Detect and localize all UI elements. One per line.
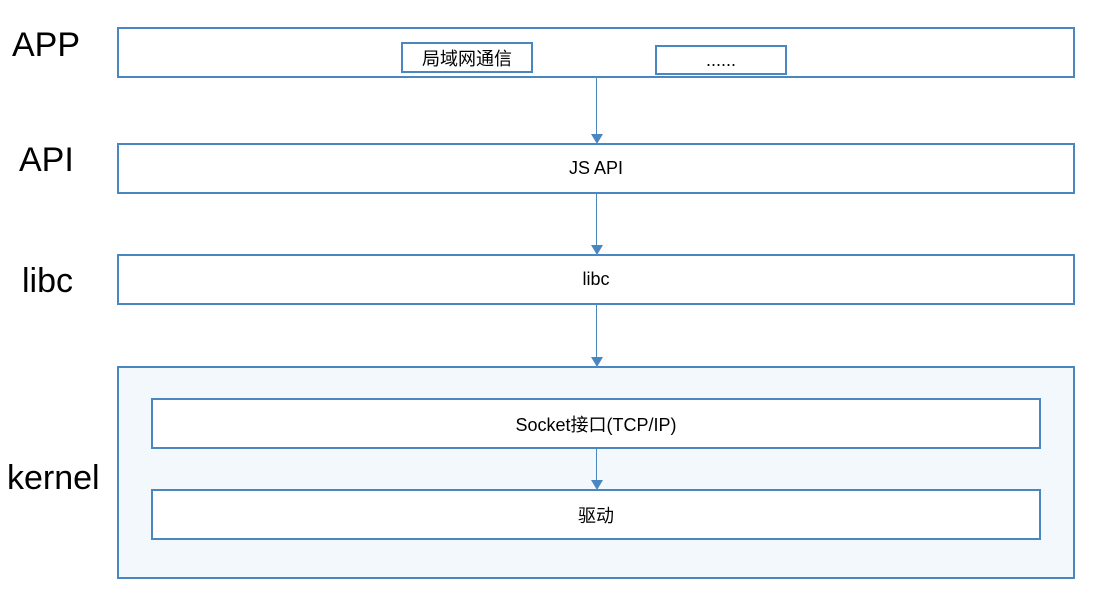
libc-layer-box: libc <box>117 254 1075 305</box>
arrow-app-to-api <box>591 78 603 144</box>
layer-label-api: API <box>19 141 74 179</box>
layer-label-app: APP <box>12 26 81 64</box>
kernel-driver-box: 驱动 <box>151 489 1041 540</box>
kernel-socket-box: Socket接口(TCP/IP) <box>151 398 1041 449</box>
app-layer-box <box>117 27 1075 78</box>
app-item-lan-communication: 局域网通信 <box>401 42 533 73</box>
arrow-api-to-libc <box>591 194 603 255</box>
arrow-libc-to-kernel <box>591 305 603 367</box>
layer-label-libc: libc <box>22 262 74 300</box>
app-item-more: ...... <box>655 45 787 75</box>
api-layer-box: JS API <box>117 143 1075 194</box>
layer-label-kernel: kernel <box>7 459 100 497</box>
arrow-socket-to-driver <box>591 449 603 490</box>
